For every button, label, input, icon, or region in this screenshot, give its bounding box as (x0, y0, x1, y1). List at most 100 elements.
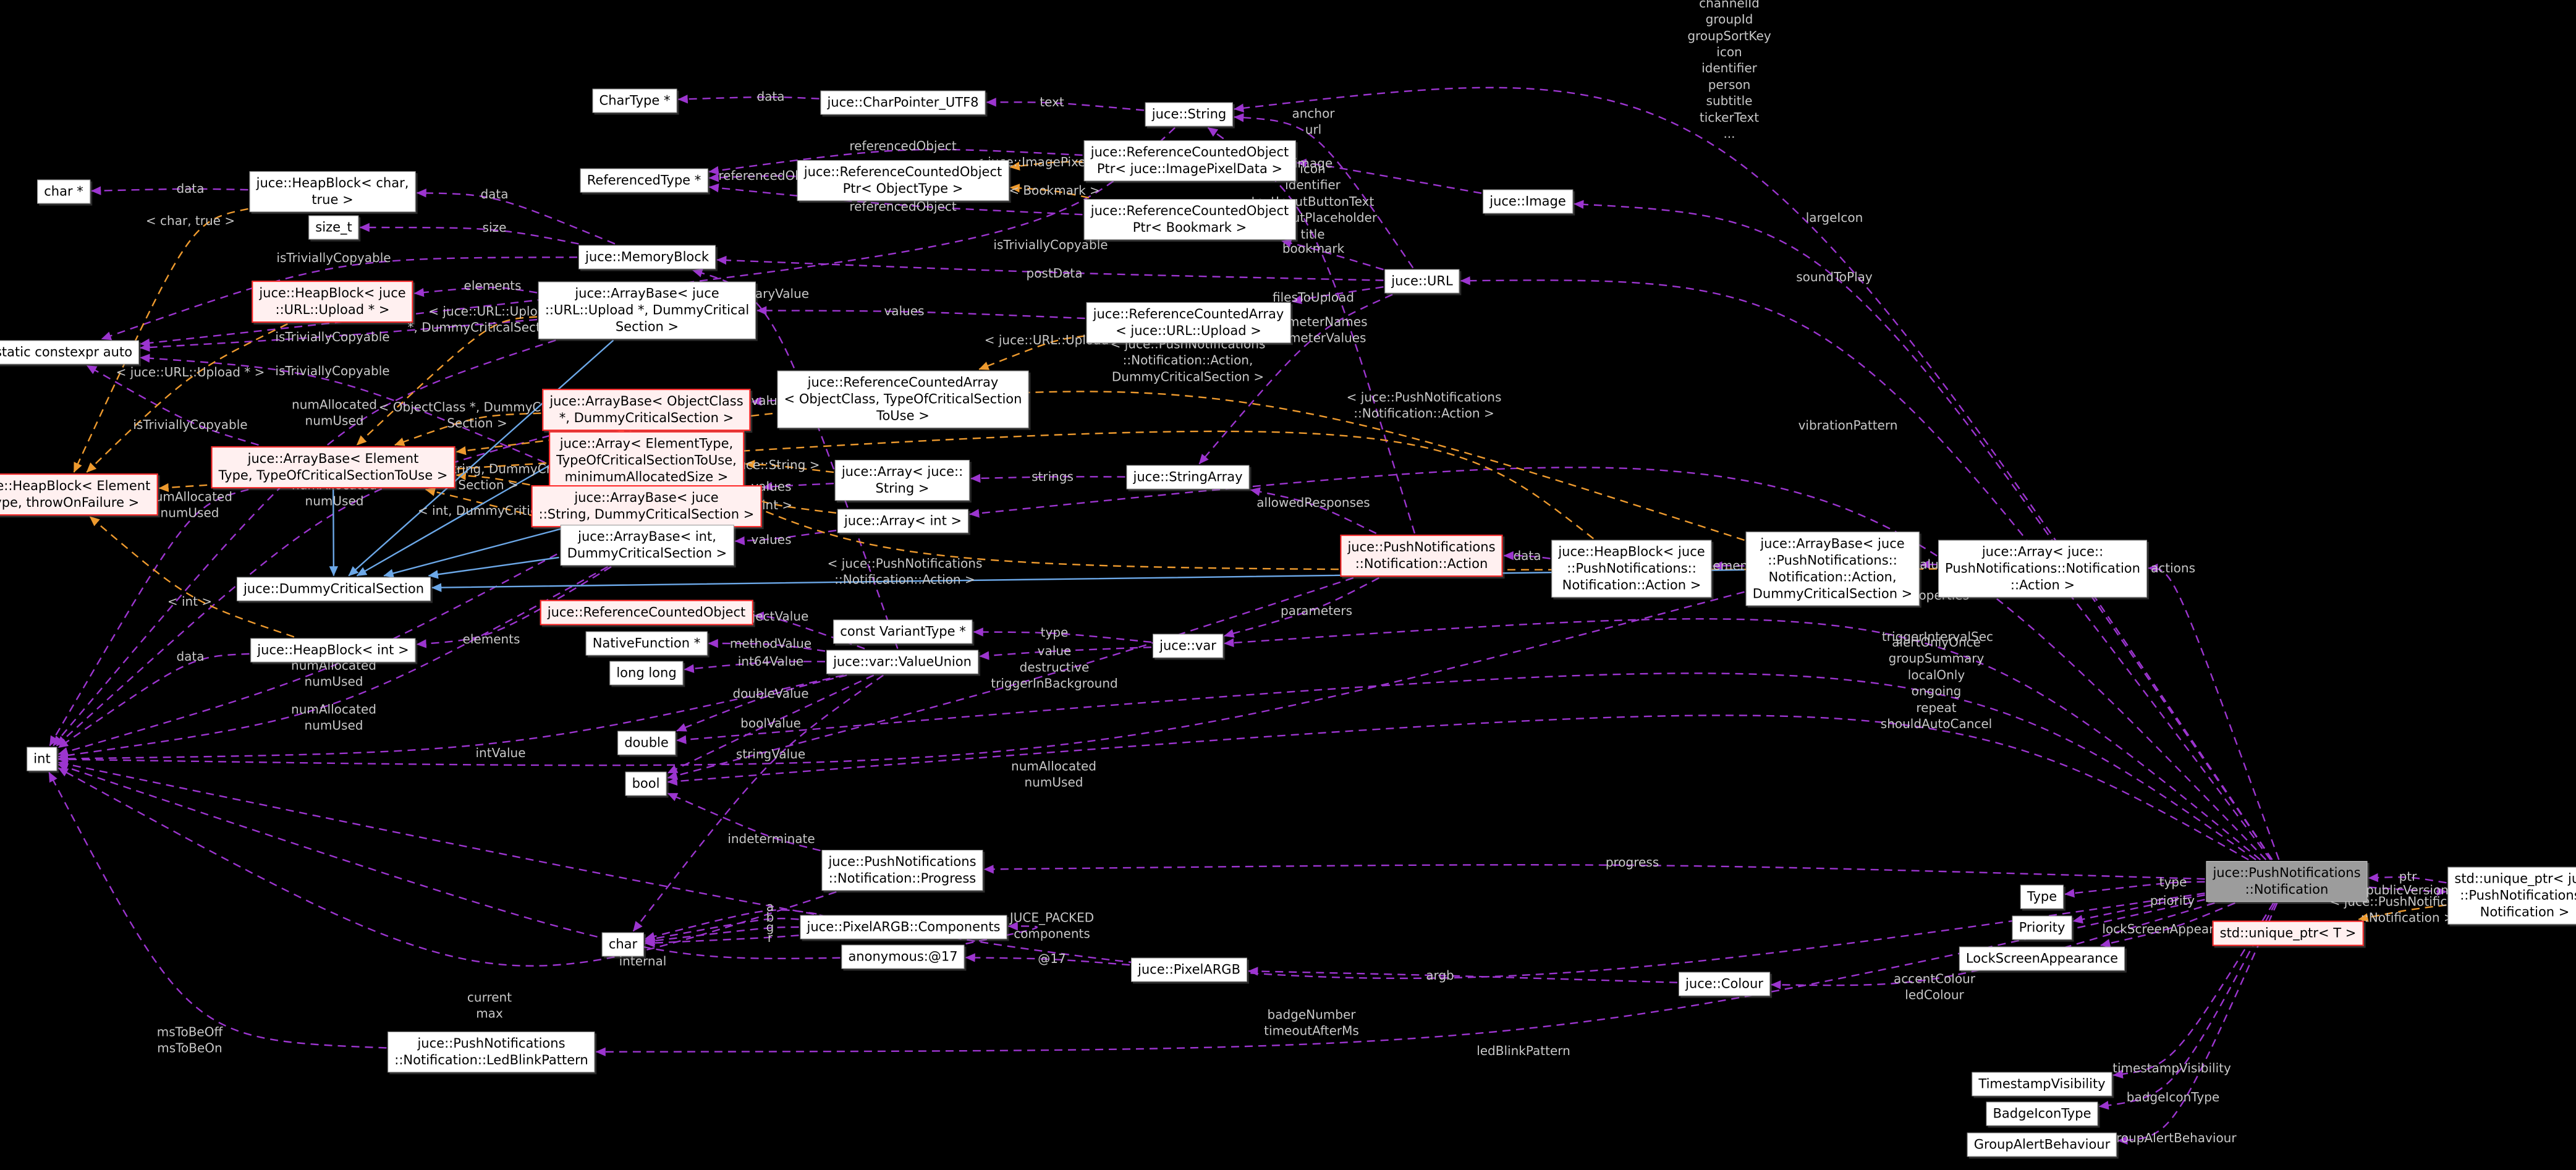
node-intnode[interactable]: int (27, 747, 57, 771)
edge-notification-intnode (57, 760, 2205, 980)
edge-url-rca_upload (1291, 286, 1384, 305)
node-varianttype[interactable]: const VariantType * (833, 619, 973, 644)
node-heap_upload[interactable]: juce::HeapBlock< juce ::URL::Upload * > (252, 281, 413, 323)
node-rcoptr[interactable]: juce::ReferenceCountedObject Ptr< Object… (797, 160, 1009, 201)
node-heap_int[interactable]: juce::HeapBlock< int > (250, 638, 416, 663)
node-nativefn[interactable]: NativeFunction * (585, 631, 708, 656)
edge-var-valueunion (979, 646, 1152, 660)
edge-ab_upload-staticauto (140, 318, 538, 352)
edge-url-rcoptr_bm (1281, 239, 1384, 271)
node-var[interactable]: juce::var (1153, 634, 1223, 658)
node-type_n[interactable]: Type (2020, 884, 2064, 909)
node-gab[interactable]: GroupAlertBehaviour (1967, 1132, 2117, 1157)
edge-components-charnode (645, 909, 817, 941)
node-array_int[interactable]: juce::Array< int > (837, 509, 969, 533)
edge-string-charptr (986, 98, 1145, 111)
edge-ab_upload-ab_generic (356, 316, 538, 446)
node-heap_elem[interactable]: juce::HeapBlock< Element Type, throwOnFa… (0, 473, 158, 515)
node-bit[interactable]: BadgeIconType (1986, 1101, 2098, 1126)
node-dbl[interactable]: double (617, 731, 676, 755)
edge-notification-image (1574, 200, 2273, 860)
edge-components-charnode (645, 926, 799, 946)
node-action[interactable]: juce::PushNotifications ::Notification::… (1340, 535, 1503, 577)
node-uptr_t[interactable]: std::unique_ptr< T > (2212, 920, 2364, 946)
node-notification[interactable]: juce::PushNotifications ::Notification (2206, 861, 2368, 902)
node-heap_action[interactable]: juce::HeapBlock< juce ::PushNotification… (1551, 540, 1712, 598)
edge-array_string-array_generic (745, 459, 834, 473)
node-components[interactable]: juce::PixelARGB::Components (800, 915, 1007, 939)
node-ledblink[interactable]: juce::PushNotifications ::Notification::… (388, 1032, 595, 1072)
edge-ab_upload-intnode (53, 339, 556, 747)
edge-url-memblock (716, 255, 1384, 281)
node-rco[interactable]: juce::ReferenceCountedObject (540, 600, 753, 625)
edge-ab_string-staticauto (140, 354, 595, 485)
edge-url-stringarray (1198, 294, 1393, 465)
edge-ab_objcls-ab_generic (394, 412, 541, 446)
node-longlong[interactable]: long long (609, 661, 684, 685)
edge-heap_action-action (1503, 551, 1551, 561)
node-pixelargb[interactable]: juce::PixelARGB (1131, 957, 1247, 982)
node-ab_generic[interactable]: juce::ArrayBase< Element Type, TypeOfCri… (211, 446, 455, 488)
edge-heap_upload-heap_elem (86, 323, 288, 473)
node-url[interactable]: juce::URL (1384, 269, 1460, 294)
node-rca_generic[interactable]: juce::ReferenceCountedArray < ObjectClas… (777, 370, 1029, 428)
node-array_generic[interactable]: juce::Array< ElementType, TypeOfCritical… (549, 431, 744, 490)
node-string[interactable]: juce::String (1145, 102, 1234, 127)
node-charnode[interactable]: char (601, 932, 645, 957)
node-tsv[interactable]: TimestampVisibility (1972, 1072, 2112, 1096)
edge-rca_upload-rca_generic (978, 335, 1085, 370)
node-ab_objcls[interactable]: juce::ArrayBase< ObjectClass *, DummyCri… (542, 389, 751, 431)
node-priority_n[interactable]: Priority (2012, 915, 2072, 940)
node-charstar[interactable]: char * (37, 179, 90, 204)
edge-colour-pixelargb (1248, 967, 1678, 983)
edge-ab_string-ab_generic (455, 471, 530, 486)
node-colour[interactable]: juce::Colour (1679, 972, 1770, 996)
edge-action-stringarray (1250, 487, 1377, 535)
node-rcoptr_img[interactable]: juce::ReferenceCountedObject Ptr< juce::… (1083, 140, 1296, 181)
edge-action-boolnode (667, 577, 1354, 780)
edge-notification-boolnode (667, 714, 2249, 861)
node-uptr_notif[interactable]: std::unique_ptr< juce ::PushNotification… (2447, 867, 2576, 925)
node-rca_upload[interactable]: juce::ReferenceCountedArray < juce::URL:… (1086, 302, 1291, 343)
edge-progress-intnode (57, 767, 837, 967)
node-image[interactable]: juce::Image (1483, 189, 1573, 214)
node-sizet[interactable]: size_t (308, 215, 359, 240)
edge-uptr_notif-notification (2368, 873, 2447, 884)
edge-notification-array_int (969, 467, 2267, 860)
edge-ab_upload-dummycs (348, 339, 614, 577)
node-charptr[interactable]: juce::CharPointer_UTF8 (820, 90, 986, 115)
node-lsa[interactable]: LockScreenAppearance (1959, 946, 2125, 971)
edge-notification-lsa (2100, 902, 2235, 948)
node-staticauto[interactable]: static constexpr auto (0, 340, 140, 365)
edge-ab_int-intnode (57, 566, 608, 760)
node-dummycs[interactable]: juce::DummyCriticalSection (236, 577, 431, 601)
node-ab_action[interactable]: juce::ArrayBase< juce ::PushNotification… (1745, 532, 1920, 606)
node-valueunion[interactable]: juce::var::ValueUnion (826, 650, 978, 674)
node-chartype[interactable]: CharType * (592, 88, 677, 113)
edge-ab_upload-heap_upload (413, 286, 538, 297)
node-ab_upload[interactable]: juce::ArrayBase< juce ::URL::Upload *, D… (538, 281, 756, 339)
edge-uptr_notif-uptr_t (2358, 904, 2447, 922)
node-reftype[interactable]: ReferencedType * (580, 168, 708, 193)
edge-ab_generic-staticauto (86, 365, 259, 446)
node-heap_char[interactable]: juce::HeapBlock< char, true > (249, 171, 416, 212)
edge-ab_generic-dummycs (329, 489, 339, 577)
node-boolnode[interactable]: bool (625, 771, 667, 796)
node-ab_string[interactable]: juce::ArrayBase< juce ::String, DummyCri… (531, 485, 762, 527)
node-progress[interactable]: juce::PushNotifications ::Notification::… (821, 850, 983, 891)
node-ab_int[interactable]: juce::ArrayBase< int, DummyCriticalSecti… (560, 525, 734, 566)
node-array_action[interactable]: juce::Array< juce:: PushNotifications::N… (1938, 540, 2147, 598)
edge-ledblink-intnode (48, 771, 387, 1049)
edge-rcoptr_bm-rcoptr (1009, 184, 1090, 199)
edge-array_int-array_generic (731, 490, 837, 514)
node-array_string[interactable]: juce::Array< juce:: String > (834, 460, 970, 501)
edge-ab_string-dummycs (383, 527, 563, 578)
node-anon17[interactable]: anonymous:@17 (841, 944, 965, 969)
node-stringarray[interactable]: juce::StringArray (1126, 465, 1250, 490)
edge-ab_int-heap_int (416, 566, 612, 648)
edge-notification-progress (983, 864, 2205, 880)
node-rcoptr_bm[interactable]: juce::ReferenceCountedObject Ptr< Bookma… (1083, 199, 1296, 240)
edge-rcoptr-reftype (708, 173, 796, 182)
node-memblock[interactable]: juce::MemoryBlock (578, 245, 716, 269)
edge-notification-priority_n (2072, 894, 2205, 924)
